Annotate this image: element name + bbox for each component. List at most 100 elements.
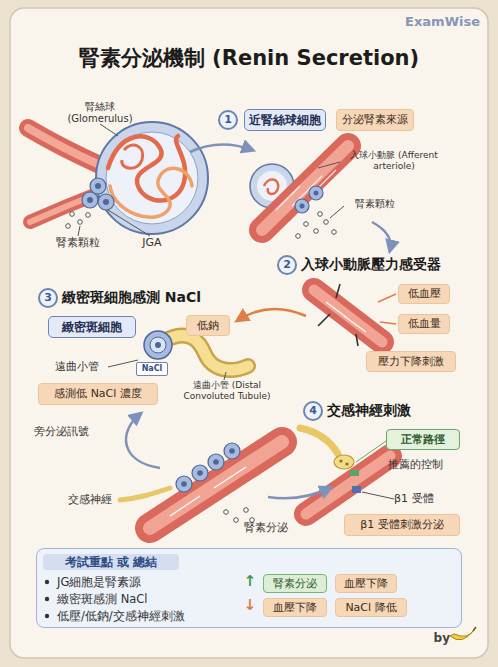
step-number: 1 [218, 110, 238, 130]
sympathetic-nerve-illustration [306, 456, 390, 514]
tag-box: 低鈉 [186, 315, 230, 336]
up-arrow-symbol: ↑ [242, 572, 258, 590]
summary-item: 低壓/低鈉/交感神經刺激 [57, 610, 257, 624]
node-text: 緻密斑細胞 [62, 320, 122, 334]
note-label: 旁分泌訊號 [34, 425, 124, 438]
renin-release-illustration [181, 481, 187, 487]
afferent-arteriole-illustration [314, 191, 319, 196]
tag-box: 低血量 [398, 314, 450, 334]
sympathetic-nerve-illustration [350, 470, 359, 476]
step-heading: 入球小動脈壓力感受器 [301, 256, 481, 273]
sympathetic-nerve-illustration [300, 428, 338, 454]
part-label: 遠曲小管 [46, 360, 108, 373]
distal-tubule-illustration [144, 331, 172, 359]
part-label: 遠曲小管 (Distal Convoluted Tubule) [178, 380, 276, 402]
tag-box: 壓力下降刺激 [366, 351, 456, 372]
afferent-arteriole-illustration [296, 234, 301, 239]
part-label: 交感神經 [58, 493, 122, 506]
flow-arrow [372, 222, 391, 250]
glomerulus-illustration [78, 226, 80, 236]
glomerulus-illustration [122, 145, 143, 168]
renin-release-illustration [176, 476, 192, 492]
afferent-arteriole-illustration [295, 199, 309, 213]
tag-box: 腎素分泌 [263, 574, 327, 593]
afferent-arteriole-illustration [304, 222, 309, 227]
sympathetic-nerve-illustration [306, 456, 390, 514]
glomerulus-illustration [95, 183, 101, 189]
banana-icon [473, 627, 476, 631]
afferent-arteriole-illustration [262, 146, 348, 230]
afferent-arteriole-illustration [264, 179, 278, 194]
distal-tubule-illustration [108, 360, 138, 367]
afferent-arteriole-illustration [262, 146, 348, 230]
tag-box: 血壓下降 [335, 574, 397, 593]
glomerulus-illustration [110, 168, 192, 217]
sympathetic-nerve-illustration [362, 492, 394, 499]
node-text: 血壓下降 [273, 601, 317, 614]
tag-box: 分泌腎素來源 [336, 109, 414, 131]
part-label: β1 受體 [394, 492, 464, 505]
sympathetic-nerve-illustration [300, 428, 394, 514]
renin-release-illustration [213, 459, 219, 465]
renin-release-illustration [244, 508, 249, 513]
part-label: 腎素分泌 [234, 521, 298, 534]
afferent-arteriole-illustration [332, 230, 337, 235]
node-text: 壓力下降刺激 [378, 355, 444, 368]
nacl-box: NaCl [136, 362, 168, 376]
glomerulus-illustration [28, 122, 208, 236]
step-heading: 緻密斑細胞感測 NaCl [62, 289, 272, 306]
node-text: 1 [224, 113, 232, 126]
step-number: 4 [303, 401, 323, 421]
bullet-dot [45, 614, 49, 618]
part-label: JGA [136, 236, 168, 249]
distal-tubule-illustration [155, 342, 161, 348]
node-text: 血壓下降 [344, 577, 388, 590]
panel-heading: 考試重點 或 總結 [43, 554, 179, 570]
summary-item: JG細胞是腎素源 [57, 576, 257, 590]
afferent-arteriole-illustration [324, 220, 329, 225]
down-arrow-symbol: ↓ [242, 596, 258, 614]
flow-arrow [190, 144, 252, 152]
tag-box: 感測低 NaCl 濃度 [38, 383, 158, 405]
part-label: 入球小動脈 (Afferent arteriole) [338, 150, 450, 172]
glomerulus-illustration [30, 192, 102, 222]
part-label: 腎素顆粒 [344, 198, 406, 210]
cell-box: 緻密斑細胞 [48, 316, 136, 338]
flow-arrow [126, 144, 391, 498]
distal-tubule-illustration [166, 335, 248, 370]
baroreceptor-illustration [314, 290, 382, 342]
signature: by [428, 631, 450, 645]
distal-tubule-illustration [150, 337, 166, 353]
node-text: NaCl 降低 [345, 601, 396, 614]
glomerulus-illustration [28, 128, 102, 166]
glomerulus-illustration [82, 192, 98, 208]
brand-mark: ExamWise [390, 14, 480, 30]
banana-icon [450, 630, 474, 640]
card-frame [10, 8, 488, 658]
glomerulus-illustration [108, 210, 150, 236]
sympathetic-nerve-illustration [334, 455, 354, 469]
bullet-dot [45, 580, 49, 584]
tag-box: β1 受體刺激分泌 [344, 514, 460, 536]
node-text: β1 受體刺激分泌 [360, 518, 444, 531]
bullet-dot [45, 597, 49, 601]
distal-tubule-illustration [166, 335, 248, 370]
orange-flow-arrow [238, 309, 306, 320]
afferent-arteriole-illustration [314, 229, 319, 234]
glomerulus-illustration [66, 224, 71, 229]
afferent-arteriole-illustration [330, 206, 344, 218]
node-text: NaCl [142, 364, 163, 374]
node-text: 低血壓 [408, 287, 441, 300]
baroreceptor-illustration [314, 290, 382, 342]
glomerulus-illustration [28, 128, 102, 166]
glomerulus-illustration [78, 220, 83, 225]
step-number: 3 [38, 288, 58, 308]
part-label: 腎絲球 (Glomerulus) [62, 101, 138, 125]
renin-release-illustration [234, 518, 239, 523]
flow-arrow [268, 488, 330, 498]
node-text: 2 [283, 258, 291, 271]
pathway-box: 正常路徑 [386, 429, 460, 450]
